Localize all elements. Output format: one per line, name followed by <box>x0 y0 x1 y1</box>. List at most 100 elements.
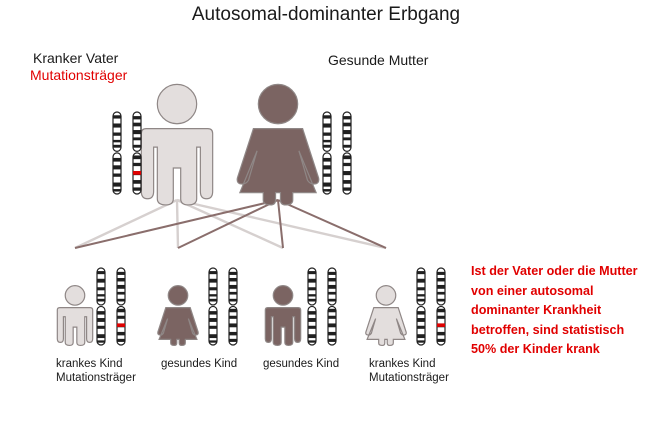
chromosome-band <box>308 298 316 302</box>
chromosome-band <box>117 308 125 313</box>
mother-line-1 <box>74 199 279 249</box>
chromosome-band <box>97 311 105 315</box>
chromosome-band <box>117 338 125 342</box>
chromosome-band <box>117 315 125 319</box>
chromosome-band <box>209 325 217 329</box>
chromosome-band <box>323 165 331 170</box>
chromosome-band <box>328 278 336 282</box>
chromosome-band <box>417 287 425 291</box>
chromosome-band <box>437 298 445 302</box>
chromosome-band <box>328 291 336 295</box>
chromosome-band <box>308 311 316 315</box>
chromosome-band <box>133 122 141 127</box>
mother-line-4 <box>277 199 387 249</box>
chromosome-band <box>437 338 445 342</box>
child-4-sublabel: Mutationsträger <box>369 372 449 384</box>
chromosome-band <box>328 323 336 328</box>
chromosome-band <box>328 331 336 336</box>
chromosome-band <box>97 340 105 343</box>
chromosome-band <box>328 315 336 319</box>
chromosome-band <box>323 157 331 162</box>
mutation-marker <box>117 323 125 327</box>
chromosome-band <box>417 294 425 297</box>
father-sublabel: Mutationsträger <box>30 67 128 83</box>
child-2-figure <box>157 285 199 347</box>
chromosome-band <box>209 298 217 302</box>
chromosome-band <box>328 271 336 275</box>
chromosome-band <box>209 334 217 339</box>
child-4-label: krankes Kind <box>369 358 436 370</box>
chromosome-band <box>133 162 141 167</box>
father-chromosome-2 <box>132 111 142 195</box>
chromosome-band <box>229 298 237 302</box>
father-chromosome-1 <box>112 111 122 195</box>
chromosome-band <box>113 132 121 136</box>
chromosome-band <box>323 139 331 143</box>
child-3-figure <box>264 285 302 347</box>
chromosome-band <box>209 278 217 283</box>
chromosome-band <box>343 144 351 148</box>
chromosome-band <box>437 271 445 275</box>
chromosome-band <box>417 325 425 329</box>
chromosome-band <box>229 338 237 342</box>
chromosome-band <box>117 284 125 289</box>
chromosome-band <box>229 315 237 319</box>
chromosome-band <box>133 155 141 160</box>
chromosome-band <box>209 318 217 322</box>
child-3-chromosome-2 <box>327 267 337 346</box>
chromosome-band <box>308 318 316 322</box>
chromosome-band <box>133 137 141 141</box>
chromosome-band <box>209 271 217 275</box>
chromosome-band <box>229 331 237 336</box>
chromosome-band <box>323 123 331 128</box>
chromosome-band <box>437 331 445 336</box>
inheritance-note: Ist der Vater oder die Mutter von einer … <box>471 264 638 356</box>
chromosome-band <box>417 318 425 322</box>
chromosome-band <box>437 291 445 295</box>
chromosome-band <box>117 271 125 275</box>
chromosome-band <box>323 189 331 192</box>
child-4-chromosome-1 <box>416 267 426 346</box>
father-line-1 <box>74 198 178 250</box>
chromosome-band <box>437 278 445 282</box>
mutation-marker <box>133 171 141 175</box>
chromosome-band <box>308 340 316 343</box>
chromosome-band <box>323 182 331 187</box>
chromosome-band <box>323 115 331 119</box>
chromosome-band <box>343 137 351 141</box>
chromosome-band <box>97 325 105 329</box>
chromosome-band <box>437 284 445 289</box>
chromosome-band <box>229 278 237 282</box>
mother-chromosome-2 <box>342 111 352 195</box>
chromosome-band <box>343 155 351 160</box>
child-2-chromosome-2 <box>228 267 238 346</box>
chromosome-band <box>229 284 237 289</box>
chromosome-band <box>343 187 351 191</box>
chromosome-band <box>97 298 105 302</box>
chromosome-band <box>323 173 331 177</box>
chromosome-band <box>308 287 316 291</box>
child-3-chromosome-1 <box>307 267 317 346</box>
chromosome-band <box>308 294 316 297</box>
connection-lines <box>74 198 387 250</box>
mother-label: Gesunde Mutter <box>328 52 429 68</box>
chromosome-band <box>113 123 121 128</box>
chromosome-band <box>113 189 121 192</box>
chromosome-band <box>343 162 351 167</box>
chromosome-band <box>229 271 237 275</box>
diagram-title: Autosomal-dominanter Erbgang <box>191 4 461 25</box>
chromosome-band <box>417 278 425 283</box>
chromosome-band <box>417 340 425 343</box>
chromosome-band <box>209 311 217 315</box>
child-2-chromosome-1 <box>208 267 218 346</box>
child-4-figure <box>365 285 407 347</box>
child-4-chromosome-2 <box>436 267 446 346</box>
chromosome-band <box>209 287 217 291</box>
chromosome-band <box>229 323 237 328</box>
chromosome-band <box>133 116 141 120</box>
chromosome-band <box>308 278 316 283</box>
chromosome-band <box>133 144 141 148</box>
chromosome-band <box>417 298 425 302</box>
chromosome-band <box>113 115 121 119</box>
